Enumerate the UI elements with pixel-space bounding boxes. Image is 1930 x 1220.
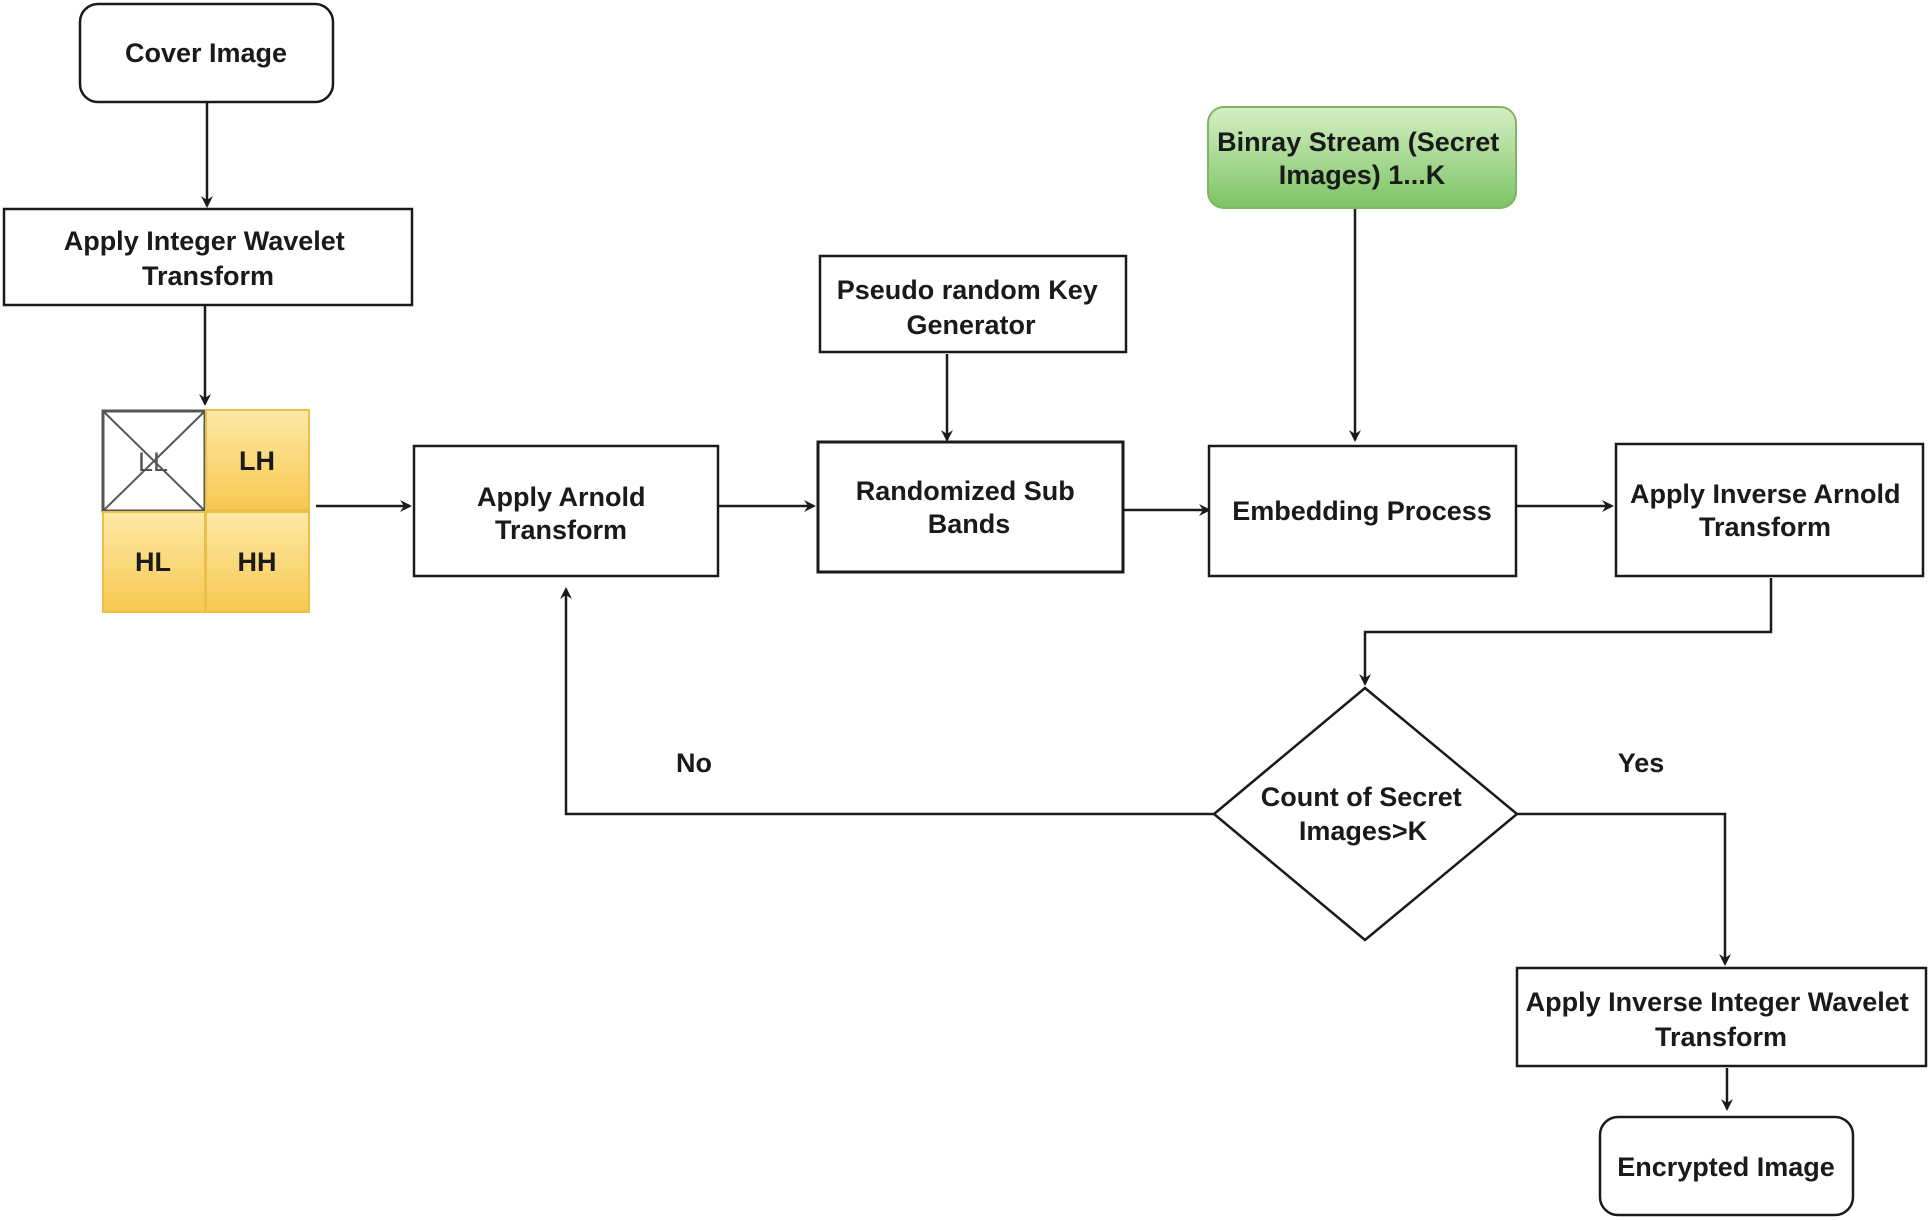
prng-label-line-1: Pseudo random Key: [837, 275, 1098, 305]
binary-stream-node: Binray Stream (Secret Images) 1...K: [1207, 106, 1517, 209]
edge-decision-no-to-arnold: [560, 587, 1214, 816]
svg-text:Apply Arnold Transform: Apply Arnold Transform: [477, 482, 653, 545]
inverse-arnold-label-line-2: Transform: [1699, 512, 1831, 542]
binary-stream-label-line-2: Images) 1...K: [1279, 160, 1446, 190]
integer-wavelet-node: Apply Integer Wavelet Transform: [2, 207, 414, 307]
inverse-arnold-label-line-1: Apply Inverse Arnold: [1630, 479, 1901, 509]
encrypted-image-node: Encrypted Image: [1598, 1115, 1855, 1217]
embedding-process-label: Embedding Process: [1232, 496, 1492, 526]
subband-hl-label: HL: [135, 547, 171, 577]
randomized-subbands-label-line-1: Randomized Sub: [856, 476, 1075, 506]
arnold-transform-node: Apply Arnold Transform: [412, 444, 720, 578]
edge-label-yes: Yes: [1618, 748, 1665, 778]
edge-decision-yes-to-inviwt: [1517, 812, 1731, 966]
encrypted-image-label: Encrypted Image: [1617, 1152, 1835, 1182]
svg-text:Embedding Process: Embedding Process: [1232, 496, 1492, 526]
inverse-integer-wavelet-node: Apply Inverse Integer Wavelet Transform: [1515, 966, 1928, 1068]
cover-image-label: Cover Image: [125, 38, 287, 68]
integer-wavelet-label-line-2: Transform: [142, 261, 274, 291]
subband-hh: HH: [205, 511, 310, 613]
decision-node: Count of Secret Images>K: [1212, 686, 1519, 942]
subband-ll: LL: [101, 409, 207, 513]
svg-text:Apply Inverse Integer Wavelet: Apply Inverse Integer Wavelet Transform: [1526, 987, 1917, 1052]
decision-label-line-1: Count of Secret: [1261, 782, 1462, 812]
cover-image-node: Cover Image: [78, 2, 335, 104]
decision-label-line-2: Images>K: [1299, 816, 1428, 846]
prng-node: Pseudo random Key Generator: [818, 254, 1128, 354]
inverse-arnold-node: Apply Inverse Arnold Transform: [1614, 442, 1925, 578]
svg-text:Count of Secret Images>K: Count of Secret Images>K: [1261, 782, 1470, 846]
prng-label-line-2: Generator: [906, 310, 1036, 340]
arnold-transform-label-line-1: Apply Arnold: [477, 482, 646, 512]
svg-text:Pseudo random Key Genera: Pseudo random Key Generator: [837, 275, 1106, 340]
binary-stream-label-line-1: Binray Stream (Secret: [1217, 127, 1499, 157]
embedding-process-node: Embedding Process: [1207, 444, 1518, 578]
svg-text:Randomized Sub Bands: Randomized Sub Bands: [856, 476, 1083, 539]
svg-text:Encrypted Image: Encrypted Image: [1617, 1152, 1835, 1182]
edge-label-no: No: [676, 748, 712, 778]
subband-hl: HL: [102, 511, 206, 613]
svg-text:Apply Inverse Arnold Tra: Apply Inverse Arnold Transform: [1630, 479, 1908, 542]
subband-ll-label: LL: [138, 447, 168, 477]
subband-grid: LL LH HL HH: [101, 409, 310, 613]
randomized-subbands-node: Randomized Sub Bands: [816, 440, 1125, 574]
subband-lh-label: LH: [239, 446, 275, 476]
inverse-integer-wavelet-label-line-2: Transform: [1655, 1022, 1787, 1052]
svg-text:Binray Stream (Secret Im: Binray Stream (Secret Images) 1...K: [1217, 127, 1507, 190]
subband-lh: LH: [205, 409, 310, 511]
arnold-transform-label-line-2: Transform: [495, 515, 627, 545]
edges: [199, 102, 1773, 1111]
svg-text:Apply Integer Wavelet Tr: Apply Integer Wavelet Transform: [64, 226, 353, 291]
svg-text:Cover Image: Cover Image: [125, 38, 287, 68]
integer-wavelet-label-line-1: Apply Integer Wavelet: [64, 226, 345, 256]
inverse-integer-wavelet-label-line-1: Apply Inverse Integer Wavelet: [1526, 987, 1909, 1017]
subband-hh-label: HH: [238, 547, 277, 577]
edge-invarnold-to-decision: [1359, 578, 1773, 686]
randomized-subbands-label-line-2: Bands: [928, 509, 1011, 539]
